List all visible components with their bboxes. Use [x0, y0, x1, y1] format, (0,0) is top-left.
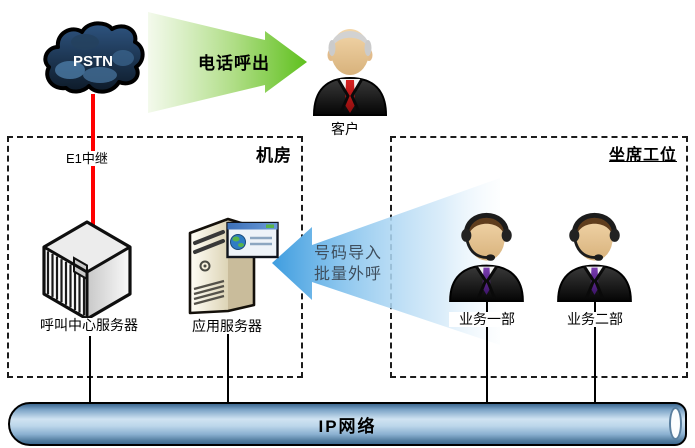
agent-1-label: 业务一部	[449, 312, 525, 327]
e1-trunk-line	[91, 94, 95, 270]
customer-label: 客户	[314, 122, 376, 137]
outbound-call-arrow	[148, 12, 307, 113]
agent-area-label: 坐席工位	[608, 147, 677, 164]
customer-icon	[312, 29, 388, 116]
machine-room-label: 机房	[256, 146, 292, 165]
batch-dial-label: 号码导入 批量外呼	[314, 243, 382, 285]
ip-network-label: IP网络	[318, 416, 377, 436]
link-appserver-to-network	[227, 333, 229, 404]
batch-dial-label-line1: 号码导入	[314, 245, 383, 262]
link-agent1-to-network	[486, 300, 488, 404]
pstn-label: PSTN	[73, 53, 113, 70]
ip-network-pipe: IP网络	[8, 402, 687, 446]
link-callcenter-to-network	[89, 336, 91, 404]
app-server-label: 应用服务器	[182, 319, 272, 334]
pipe-end-cap	[669, 407, 682, 440]
e1-trunk-label: E1中继	[64, 151, 110, 166]
call-center-server-icon	[42, 220, 132, 321]
link-agent2-to-network	[594, 300, 596, 404]
batch-dial-label-line2: 批量外呼	[314, 266, 383, 283]
agent-2-label: 业务二部	[557, 312, 633, 327]
agent-1-icon	[449, 212, 524, 302]
outbound-call-label: 电话呼出	[198, 54, 270, 73]
browser-window-icon	[226, 221, 279, 259]
batch-dial-arrow	[272, 178, 500, 345]
pstn-cloud-icon: PSTN	[43, 21, 145, 94]
call-center-server-label: 呼叫中心服务器	[36, 318, 142, 333]
agent-2-icon	[557, 212, 632, 302]
